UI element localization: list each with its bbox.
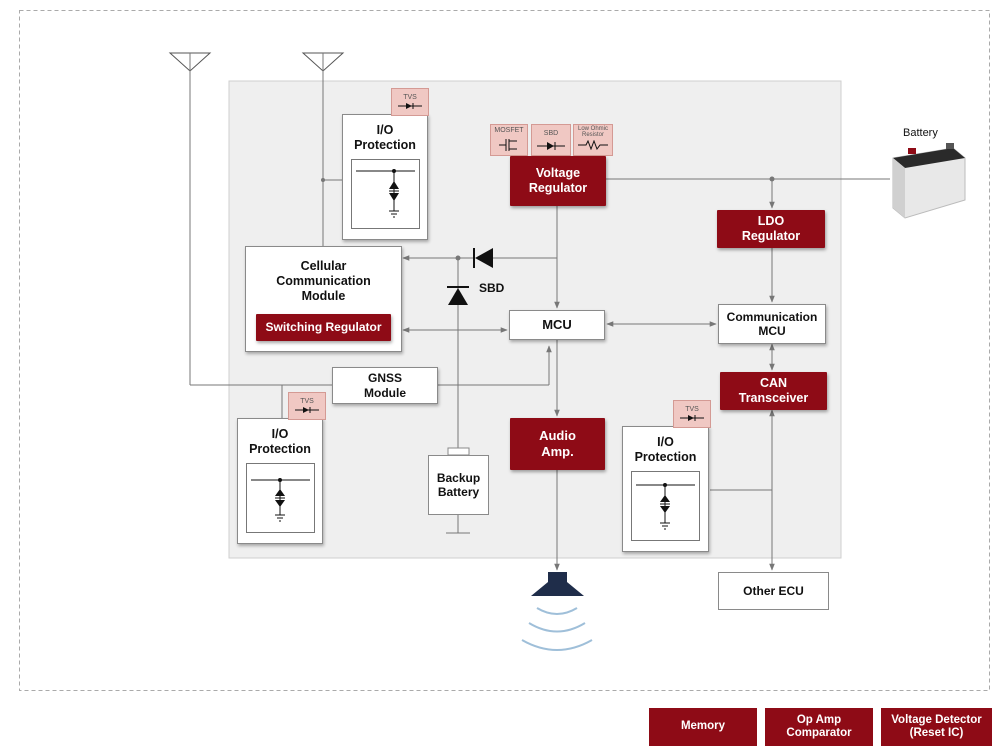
io-protection-left-label: I/O Protection — [249, 427, 311, 456]
tvs-circuit-icon — [245, 463, 315, 533]
communication-mcu: Communication MCU — [718, 304, 826, 344]
mcu-label: MCU — [542, 317, 572, 333]
io-protection-right-label: I/O Protection — [634, 435, 697, 464]
legend-memory-label: Memory — [680, 720, 726, 733]
antenna-icon-left — [168, 52, 212, 385]
car-battery-icon — [892, 143, 966, 219]
antenna-icon-right — [301, 52, 345, 246]
audio-amp: Audio Amp. — [510, 418, 605, 470]
legend-op-amp-label: Op Amp Comparator — [786, 713, 852, 739]
speaker-icon — [521, 572, 593, 651]
tvs-circuit-icon — [350, 159, 420, 229]
ldo-regulator: LDO Regulator — [717, 210, 825, 248]
low-ohmic-resistor-tag: Low Ohmic Resistor — [573, 124, 613, 156]
io-protection-top-label: I/O Protection — [354, 123, 416, 152]
legend-memory: Memory — [649, 708, 757, 746]
tvs-tag-label: TVS — [300, 397, 314, 405]
cellular-communication-module: Cellular Communication Module Switching … — [245, 246, 402, 352]
gnss-module-label: GNSS Module — [364, 371, 406, 400]
mcu: MCU — [509, 310, 605, 340]
sbd-tag: SBD — [531, 124, 571, 156]
outer-frame — [19, 10, 990, 691]
legend-voltage-detector: Voltage Detector (Reset IC) — [881, 708, 992, 746]
io-protection-top: I/O Protection — [342, 114, 428, 240]
voltage-regulator: Voltage Regulator — [510, 156, 606, 206]
sbd-diode-icon — [473, 248, 493, 268]
io-protection-left: I/O Protection — [237, 418, 323, 544]
low-ohmic-resistor-label: Low Ohmic Resistor — [577, 126, 608, 138]
battery-label: Battery — [903, 127, 938, 139]
tvs-tag-left: TVS — [288, 392, 326, 420]
voltage-regulator-label: Voltage Regulator — [528, 166, 588, 195]
ldo-regulator-label: LDO Regulator — [741, 214, 801, 243]
backup-battery: Backup Battery — [428, 455, 489, 515]
audio-amp-label: Audio Amp. — [539, 428, 576, 459]
switching-regulator-label: Switching Regulator — [265, 320, 382, 335]
sbd-tag-label: SBD — [543, 130, 559, 137]
other-ecu: Other ECU — [718, 572, 829, 610]
tvs-circuit-icon — [631, 471, 700, 541]
sbd-label: SBD — [479, 281, 505, 295]
mosfet-tag: MOSFET — [490, 124, 528, 156]
cellular-module-label: Cellular Communication Module — [276, 259, 371, 303]
mosfet-tag-label: MOSFET — [494, 127, 524, 134]
legend-op-amp-comparator: Op Amp Comparator — [765, 708, 873, 746]
sbd-diode-vertical-icon — [447, 286, 469, 305]
other-ecu-label: Other ECU — [743, 583, 804, 598]
legend-voltage-detector-label: Voltage Detector (Reset IC) — [891, 713, 982, 739]
tvs-tag-label: TVS — [685, 405, 699, 413]
tvs-tag-right: TVS — [673, 400, 711, 428]
gnss-module: GNSS Module — [332, 367, 438, 404]
tvs-tag-top: TVS — [391, 88, 429, 116]
backup-battery-label: Backup Battery — [436, 470, 481, 499]
can-transceiver: CAN Transceiver — [720, 372, 827, 410]
io-protection-right: I/O Protection — [622, 426, 709, 552]
communication-mcu-label: Communication MCU — [726, 309, 818, 338]
tvs-tag-label: TVS — [403, 93, 417, 101]
switching-regulator: Switching Regulator — [256, 314, 391, 341]
can-transceiver-label: CAN Transceiver — [738, 376, 809, 405]
